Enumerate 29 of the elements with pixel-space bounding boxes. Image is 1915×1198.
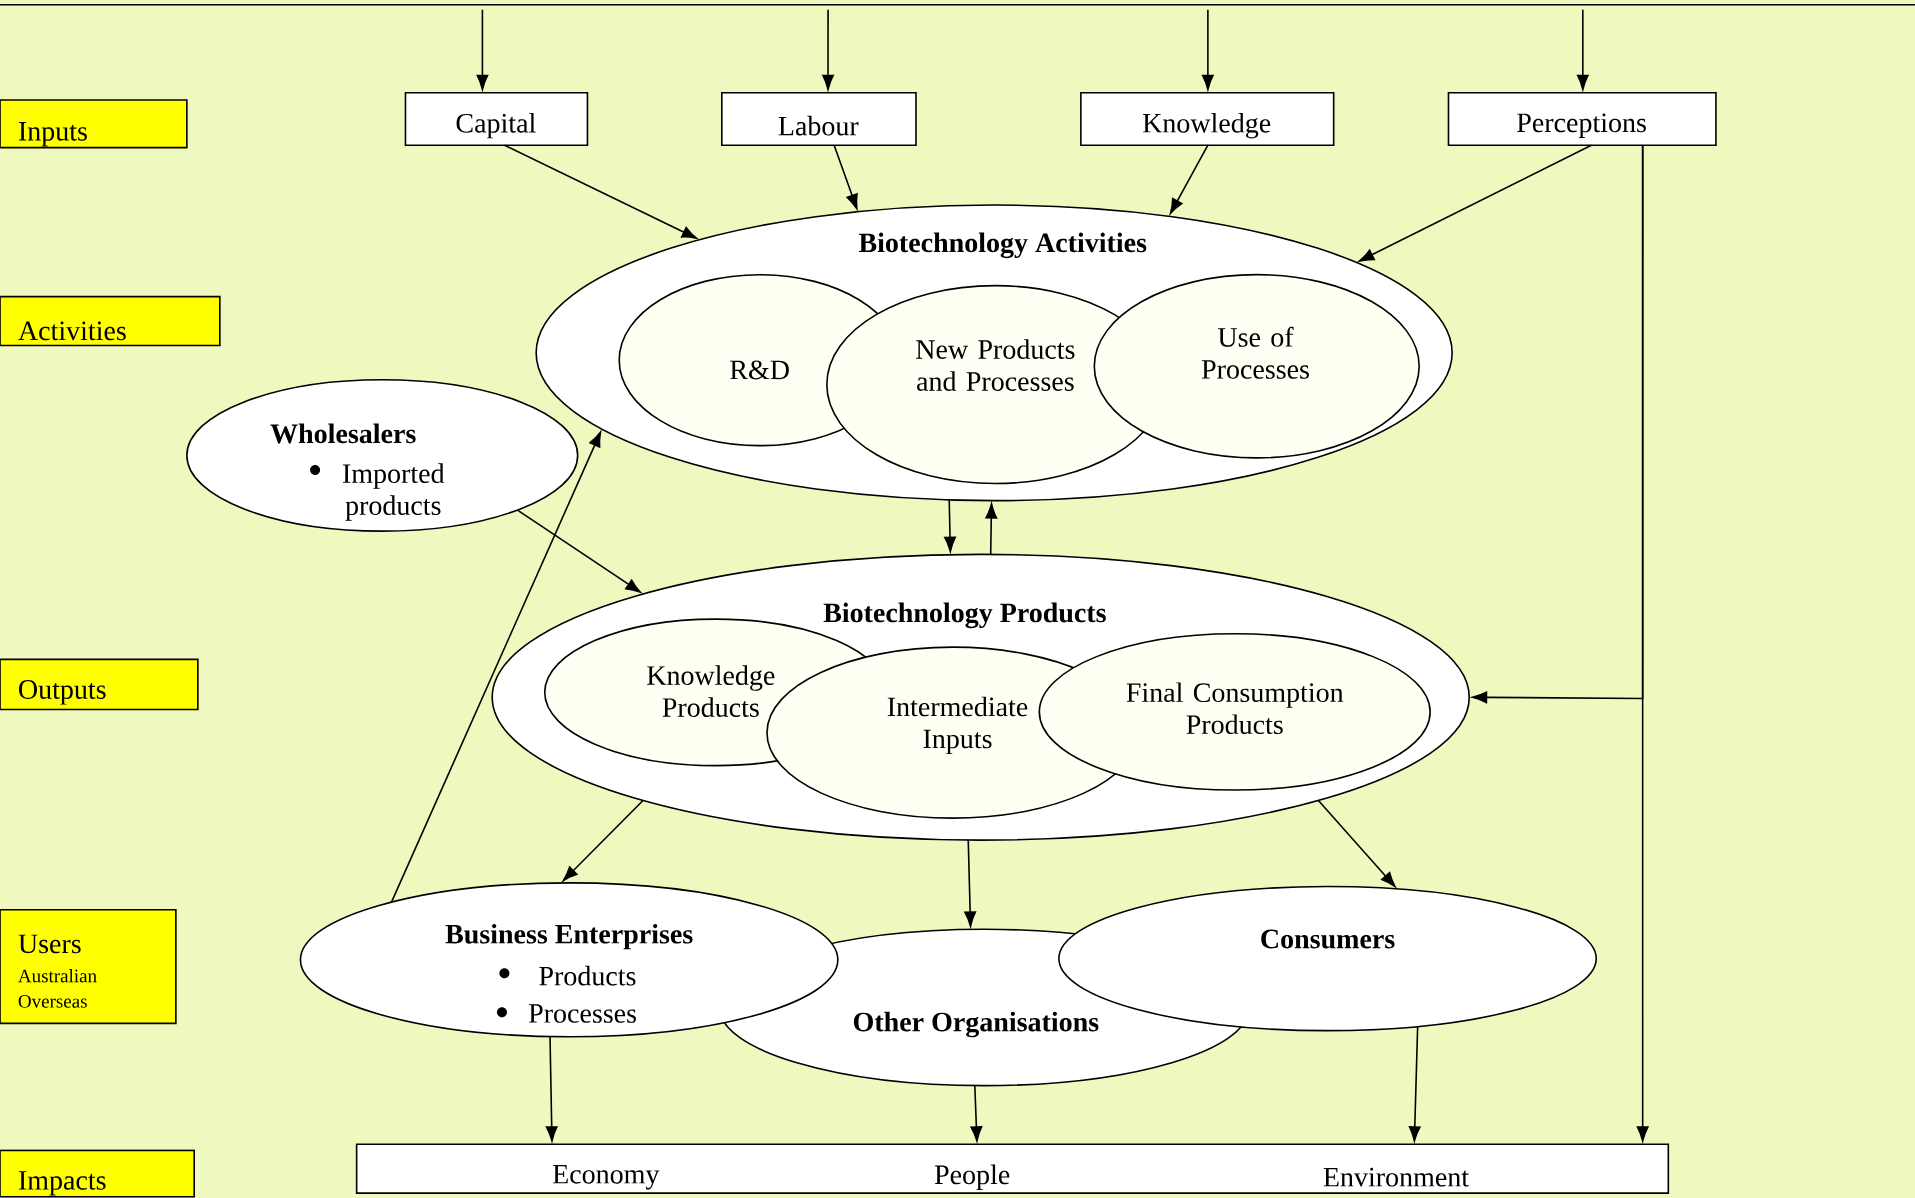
arrow — [970, 1084, 983, 1142]
arrow — [822, 8, 834, 91]
arrow — [545, 1035, 558, 1142]
arrow — [964, 839, 977, 927]
arrow — [1636, 144, 1649, 1142]
arrow — [1576, 8, 1589, 91]
arrow — [944, 499, 956, 553]
input-box: Labour — [721, 91, 917, 146]
arrow — [390, 431, 602, 903]
arrow — [833, 144, 858, 210]
arrow — [1408, 1025, 1421, 1142]
input-box: Capital — [404, 91, 589, 146]
arrow — [1317, 799, 1396, 888]
stage-label: Inputs — [0, 99, 188, 149]
stage-label: Users Australian Overseas — [0, 908, 177, 1025]
stage-label: Impacts — [0, 1149, 195, 1198]
input-box: Perceptions — [1447, 91, 1717, 146]
arrow — [985, 503, 998, 556]
arrow — [1358, 144, 1593, 262]
arrow — [1169, 144, 1209, 215]
arrow — [1201, 8, 1214, 91]
impacts-bar: Economy People Environment — [355, 1143, 1670, 1194]
arrow — [476, 8, 489, 91]
arrow — [562, 799, 644, 882]
arrow — [503, 144, 698, 240]
arrow — [516, 509, 641, 593]
input-box: Knowledge — [1080, 91, 1335, 146]
stage-label: Outputs — [0, 658, 199, 711]
stage-label: Activities — [0, 295, 221, 347]
